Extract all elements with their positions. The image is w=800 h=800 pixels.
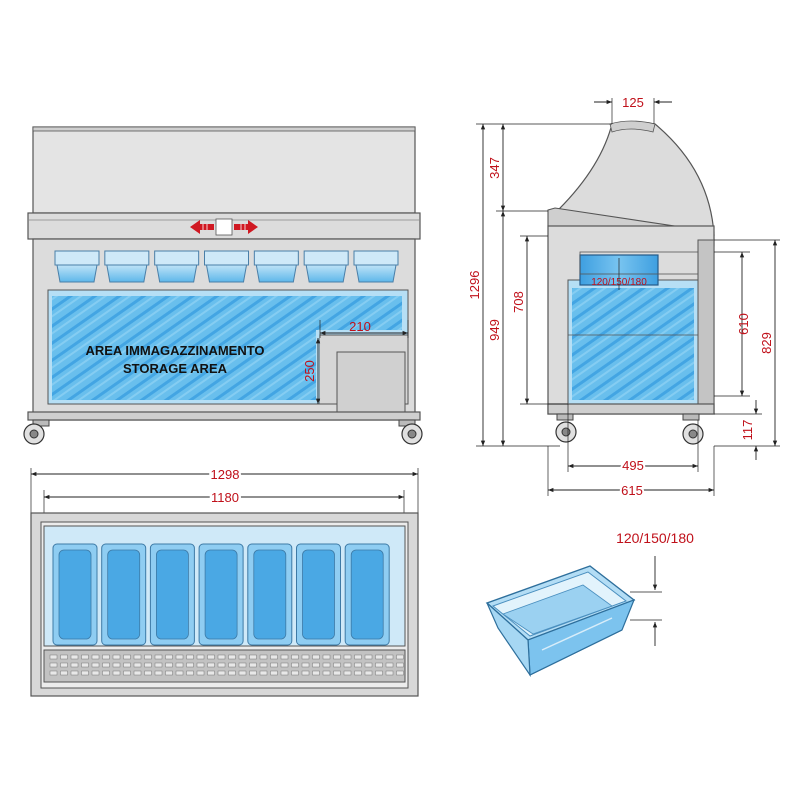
dim-side-outer-width: 615: [621, 483, 643, 498]
dim-side-total-height: 1296: [467, 271, 482, 300]
front-wheel-left-icon: [23, 419, 50, 445]
front-wheel-right-icon: [398, 419, 423, 445]
dim-side-tank-height: 610: [736, 313, 751, 335]
dim-top-inner-width: 1180: [211, 490, 239, 505]
front-base: [27, 411, 421, 421]
top-pan: [101, 543, 147, 646]
side-wheel-right-icon: [682, 413, 704, 445]
storage-area-label-it: AREA IMMAGAZZINAMENTO: [85, 343, 264, 358]
dim-front-height: 250: [302, 360, 317, 382]
dim-side-inner-height: 708: [511, 291, 526, 313]
top-pan: [247, 543, 293, 646]
front-pan: [154, 250, 200, 283]
dim-top-outer-width: 1298: [211, 467, 240, 482]
top-pan: [344, 543, 390, 646]
front-pan: [54, 250, 100, 283]
gastronorm-pan-icon: [485, 565, 636, 678]
pan-detail: 120/150/180: [485, 530, 694, 678]
front-pan: [303, 250, 349, 283]
dim-side-canopy: 347: [487, 157, 502, 179]
dim-side-inner-width: 495: [622, 458, 644, 473]
front-pan: [253, 250, 299, 283]
side-view: 120/150/180 125 1296 347 949: [467, 95, 780, 500]
pan-detail-dim-label: 120/150/180: [616, 530, 694, 546]
storage-area-label-en: STORAGE AREA: [123, 361, 228, 376]
top-pan: [52, 543, 98, 646]
dim-side-outer-height: 829: [759, 332, 774, 354]
front-pan: [104, 250, 150, 283]
front-pan: [204, 250, 249, 283]
front-pans: [54, 250, 399, 283]
top-pan: [149, 543, 195, 646]
front-view: AREA IMMAGAZZINAMENTO STORAGE AREA 210 2…: [23, 126, 423, 445]
dim-side-wheel: 117: [740, 420, 755, 441]
dim-front-depth: 210: [349, 319, 371, 334]
front-pan: [353, 250, 399, 283]
sliding-arrows-icon: [190, 218, 258, 236]
top-pan: [198, 543, 244, 646]
top-view: 1298 1180: [30, 465, 419, 697]
dim-side-body-height: 949: [487, 319, 502, 341]
front-canopy: [32, 126, 416, 214]
side-wheel-left-icon: [555, 413, 577, 443]
top-pans: [52, 543, 390, 646]
top-pan: [296, 543, 341, 646]
dim-side-top: 125: [622, 95, 644, 110]
